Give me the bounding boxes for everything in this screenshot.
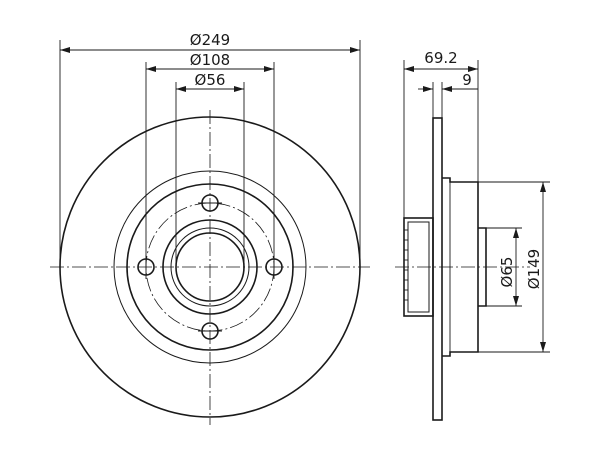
bolt-hole-top bbox=[198, 194, 222, 212]
dim-center-bore: Ø56 bbox=[175, 71, 245, 267]
dim-hat-diameter: Ø149 bbox=[478, 181, 550, 353]
label-total-height: 69.2 bbox=[424, 49, 457, 67]
label-hat-diameter: Ø149 bbox=[525, 249, 543, 289]
hub-spigot bbox=[403, 217, 434, 317]
hub-middle-ring bbox=[170, 227, 250, 307]
label-center-bore: Ø56 bbox=[195, 71, 226, 89]
hat-outer-edge bbox=[126, 183, 294, 351]
dim-outer-diameter: Ø249 bbox=[59, 31, 361, 267]
label-disc-thickness: 9 bbox=[462, 71, 472, 89]
bolt-hole-bottom bbox=[198, 322, 222, 340]
label-outer-diameter: Ø249 bbox=[190, 31, 230, 49]
hat-flange bbox=[442, 177, 479, 357]
side-view: 69.2 9 Ø65 Ø149 bbox=[395, 49, 550, 421]
front-view: Ø249 Ø108 Ø56 bbox=[50, 31, 370, 425]
dim-bolt-circle: Ø108 bbox=[145, 51, 275, 267]
label-bolt-circle: Ø108 bbox=[190, 51, 230, 69]
dim-disc-thickness: 9 bbox=[418, 71, 478, 118]
disc-plate bbox=[432, 117, 443, 421]
label-inner-diameter: Ø65 bbox=[498, 257, 516, 288]
inner-bore-step bbox=[478, 227, 487, 307]
hub-outer-ring bbox=[162, 219, 258, 315]
friction-ring-inner-edge bbox=[113, 170, 307, 364]
dim-inner-diameter: Ø65 bbox=[486, 227, 522, 307]
dim-total-height: 69.2 bbox=[403, 49, 479, 218]
